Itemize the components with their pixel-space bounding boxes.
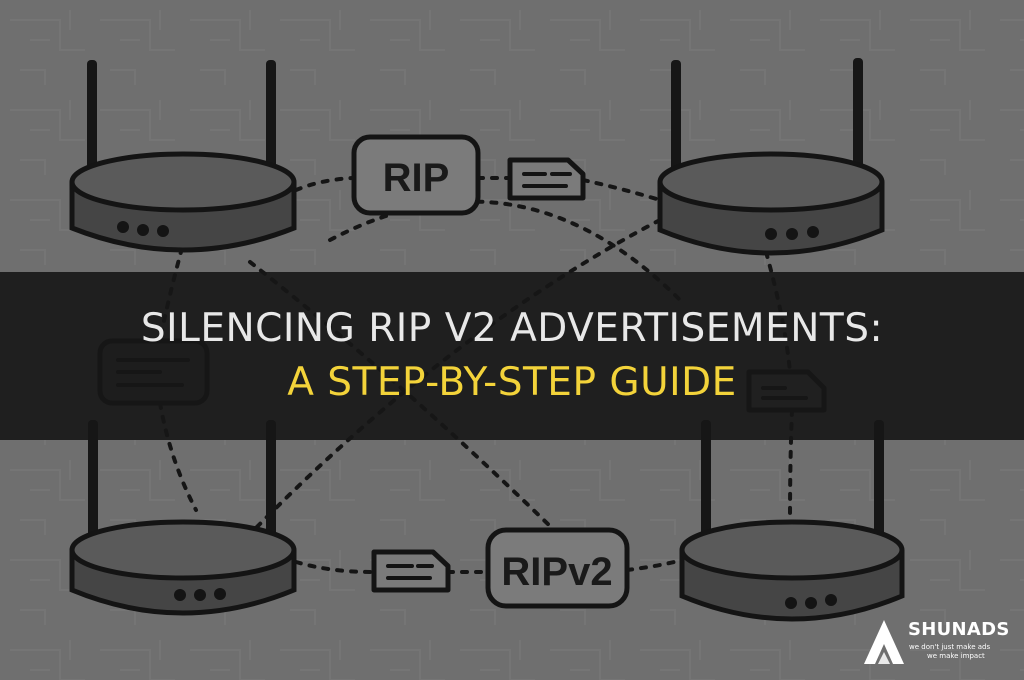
- brand-name: SHUNADS: [908, 619, 1010, 640]
- ripv2-label: RIPv2: [501, 550, 612, 594]
- title-line-2: A STEP-BY-STEP GUIDE: [287, 360, 737, 405]
- title-line-1: SILENCING RIP V2 ADVERTISEMENTS:: [140, 306, 884, 351]
- brand-tagline-1: we don't just make ads: [909, 643, 991, 651]
- brand-logo[interactable]: SHUNADS we don't just make ads we make i…: [858, 610, 1018, 672]
- link-arc-top: [328, 199, 682, 302]
- link-right-packet-down: [788, 408, 794, 522]
- link-ripv2-to-bottom-right: [625, 558, 684, 572]
- router-top-left: [69, 60, 297, 253]
- packet-icon-top: [507, 157, 586, 201]
- link-bottom-left-to-packet: [294, 560, 374, 574]
- ripv2-label-box: [485, 527, 630, 609]
- brand-mark-icon: [864, 620, 904, 664]
- packet-icon-bottom: [371, 549, 451, 593]
- brand-tagline-2: we make impact: [927, 652, 985, 660]
- rip-label: RIP: [383, 156, 450, 200]
- router-top-right: [657, 58, 885, 256]
- title-banner: SILENCING RIP V2 ADVERTISEMENTS: A STEP-…: [0, 272, 1024, 440]
- router-bottom-left: [69, 420, 297, 616]
- link-top-left-to-rip: [294, 176, 354, 192]
- link-packet-top-to-right-router: [581, 178, 662, 202]
- rip-label-box: [351, 134, 481, 216]
- router-bottom-right: [679, 420, 905, 622]
